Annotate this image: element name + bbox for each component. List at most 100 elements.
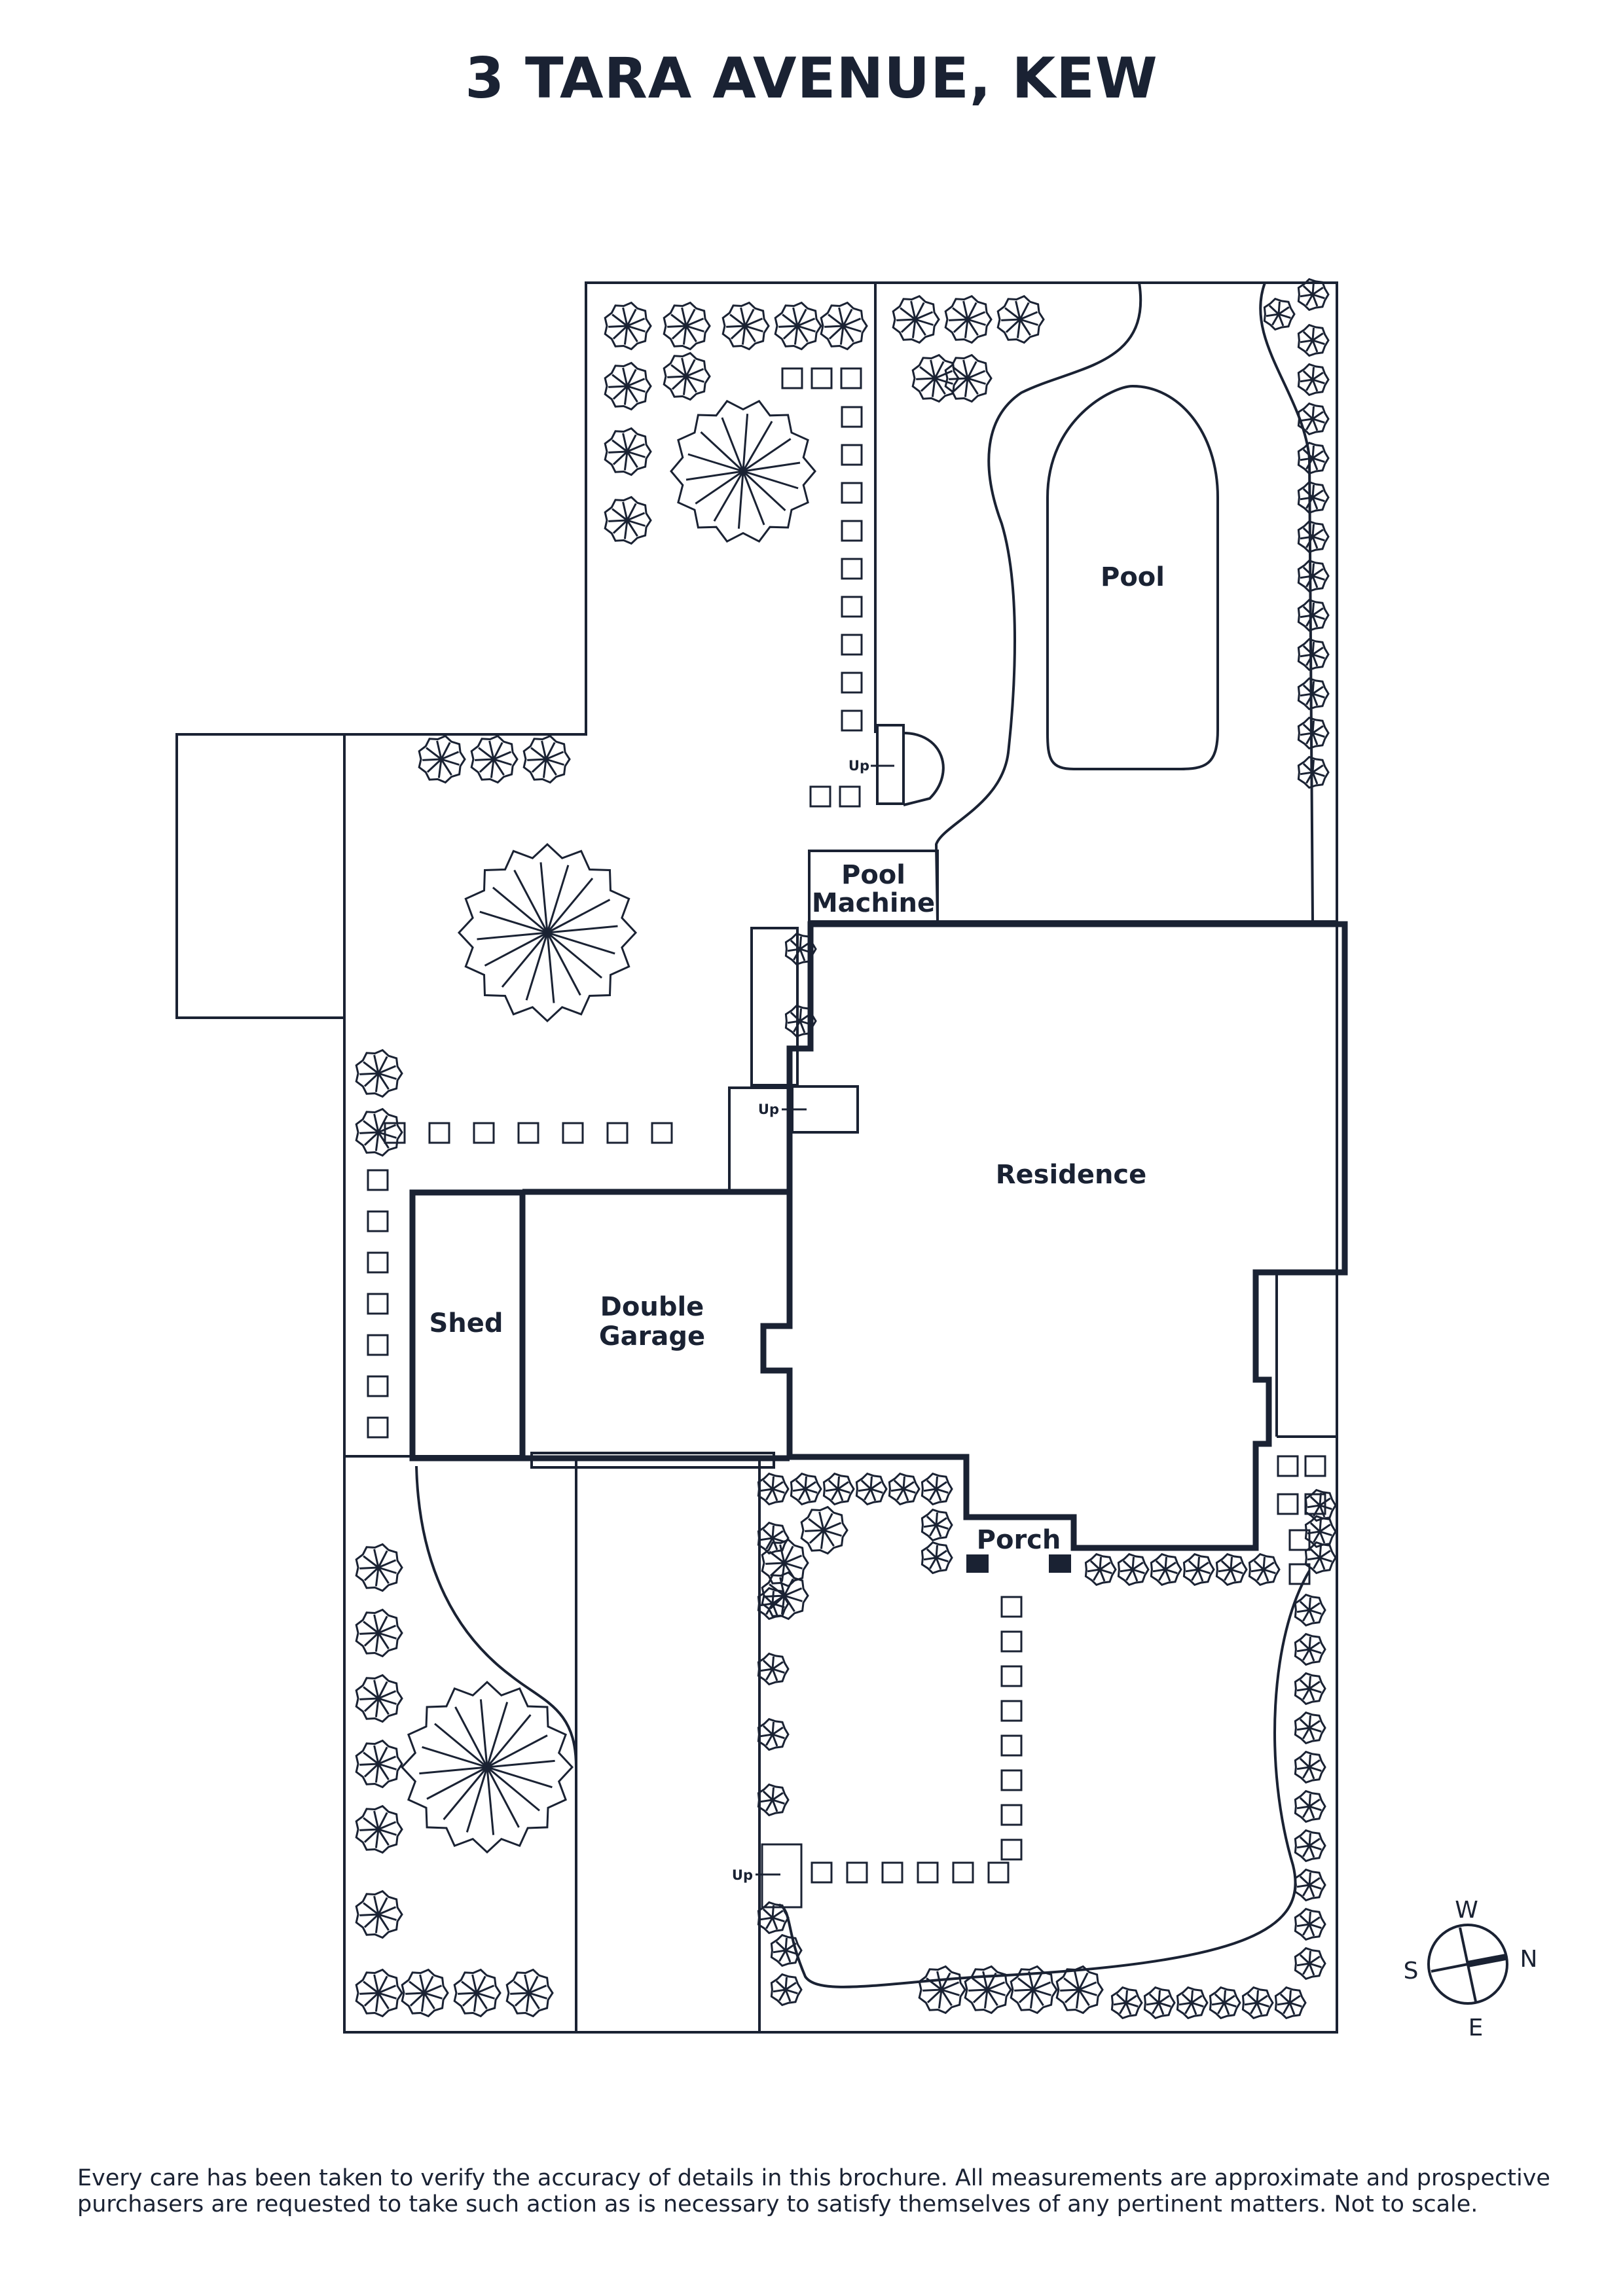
stepping-stone: [809, 785, 831, 808]
compass-south: S: [1404, 1958, 1419, 1984]
room-label-shed: Shed: [429, 1308, 503, 1338]
compass-west: W: [1455, 1897, 1478, 1924]
tree-icon: [800, 1505, 848, 1555]
tree-icon: [1294, 1789, 1326, 1823]
stepping-stone: [367, 1293, 389, 1315]
tree-icon: [774, 301, 822, 351]
tree-icon: [1294, 1672, 1326, 1706]
stepping-stone: [841, 634, 863, 656]
tree-icon: [663, 301, 711, 351]
tree-icon: [400, 1680, 574, 1854]
stepping-stone: [881, 1861, 903, 1884]
tree-icon: [1304, 1515, 1337, 1549]
stepping-stone: [1000, 1734, 1023, 1757]
tree-icon: [355, 1049, 403, 1098]
tree-icon: [721, 301, 770, 351]
tree-icon: [1297, 323, 1330, 357]
tree-icon: [1297, 278, 1330, 312]
disclaimer: Every care has been taken to verify the …: [77, 2165, 1550, 2217]
tree-icon: [1304, 1541, 1337, 1575]
stepping-stone: [367, 1169, 389, 1191]
tree-icon: [355, 1543, 403, 1592]
tree-icon: [663, 351, 711, 401]
tree-icon: [1274, 1986, 1307, 2020]
tree-icon: [996, 295, 1045, 344]
room-label-pool-machine-2: Machine: [812, 888, 935, 918]
tree-icon: [355, 1107, 403, 1157]
tree-icon: [1117, 1552, 1150, 1587]
tree-icon: [784, 932, 817, 966]
stairs-3: [761, 1843, 803, 1909]
tree-icon: [1143, 1986, 1176, 2020]
stepping-stone: [562, 1122, 584, 1144]
tree-icon: [1297, 637, 1330, 672]
tree-icon: [1294, 1829, 1326, 1863]
garden-curve-east: [778, 1570, 1311, 1988]
tree-icon: [505, 1968, 554, 2018]
site-boundary: [175, 281, 1338, 2034]
garden-curve-west: [415, 1465, 577, 1768]
stepping-stone: [841, 482, 863, 504]
stepping-stone: [841, 406, 863, 428]
tree-icon: [1209, 1986, 1241, 2020]
stepping-stone: [1000, 1630, 1023, 1653]
stepping-stone: [987, 1861, 1010, 1884]
tree-icon: [1297, 677, 1330, 711]
tree-icon: [1294, 1632, 1326, 1666]
tree-icon: [964, 1965, 1012, 2015]
stepping-stone: [1288, 1563, 1311, 1585]
tree-icon: [1297, 402, 1330, 436]
room-label-porch: Porch: [977, 1525, 1061, 1555]
tree-icon: [1297, 480, 1330, 514]
tree-icon: [757, 1587, 790, 1621]
tree-icon: [757, 1783, 790, 1817]
tree-icon: [944, 353, 993, 403]
stair-up-label-2: Up: [758, 1102, 779, 1117]
stepping-stone: [1000, 1804, 1023, 1826]
tree-icon: [1297, 520, 1330, 554]
stepping-stone: [367, 1416, 389, 1439]
tree-icon: [820, 301, 868, 351]
tree-icon: [1263, 297, 1296, 331]
tree-icon: [1294, 1907, 1326, 1941]
stair-up-label-1: Up: [848, 758, 869, 774]
stepping-stone: [473, 1122, 495, 1144]
stepping-stone: [1000, 1839, 1023, 1861]
tree-icon: [855, 1472, 888, 1506]
tree-icon: [822, 1472, 855, 1506]
stepping-stone: [841, 596, 863, 618]
tree-icon: [770, 1933, 803, 1967]
tree-icon: [355, 1674, 403, 1723]
tree-icon: [1297, 598, 1330, 632]
stepping-stone: [606, 1122, 629, 1144]
tree-icon: [453, 1968, 501, 2018]
tree-icon: [355, 1890, 403, 1939]
stepping-stone: [839, 785, 861, 808]
tree-icon: [1215, 1552, 1248, 1587]
porch-pillar-right: [1049, 1554, 1071, 1573]
tree-icon: [761, 1571, 809, 1621]
tree-icon: [355, 1804, 403, 1854]
tree-icon: [1297, 755, 1330, 789]
tree-icon: [355, 1968, 403, 2018]
stepping-stone: [517, 1122, 539, 1144]
stepping-stone: [841, 520, 863, 542]
tree-icon: [757, 1717, 790, 1751]
stepping-stone: [651, 1122, 673, 1144]
tree-icon: [921, 1541, 953, 1575]
stepping-stone: [367, 1334, 389, 1356]
tree-icon: [1297, 716, 1330, 750]
tree-icon: [1294, 1946, 1326, 1981]
room-label-residence: Residence: [996, 1160, 1147, 1190]
tree-icon: [892, 295, 940, 344]
stepping-stone: [952, 1861, 974, 1884]
stepping-stone: [1000, 1769, 1023, 1791]
tree-icon: [1150, 1552, 1182, 1587]
porch-pillar-left: [966, 1554, 989, 1573]
tree-icon: [944, 295, 993, 344]
stepping-stone: [781, 367, 803, 389]
tree-icon: [757, 1472, 790, 1506]
tree-icon: [757, 1521, 790, 1555]
stepping-stone: [1000, 1700, 1023, 1722]
tree-icon: [1241, 1986, 1274, 2020]
